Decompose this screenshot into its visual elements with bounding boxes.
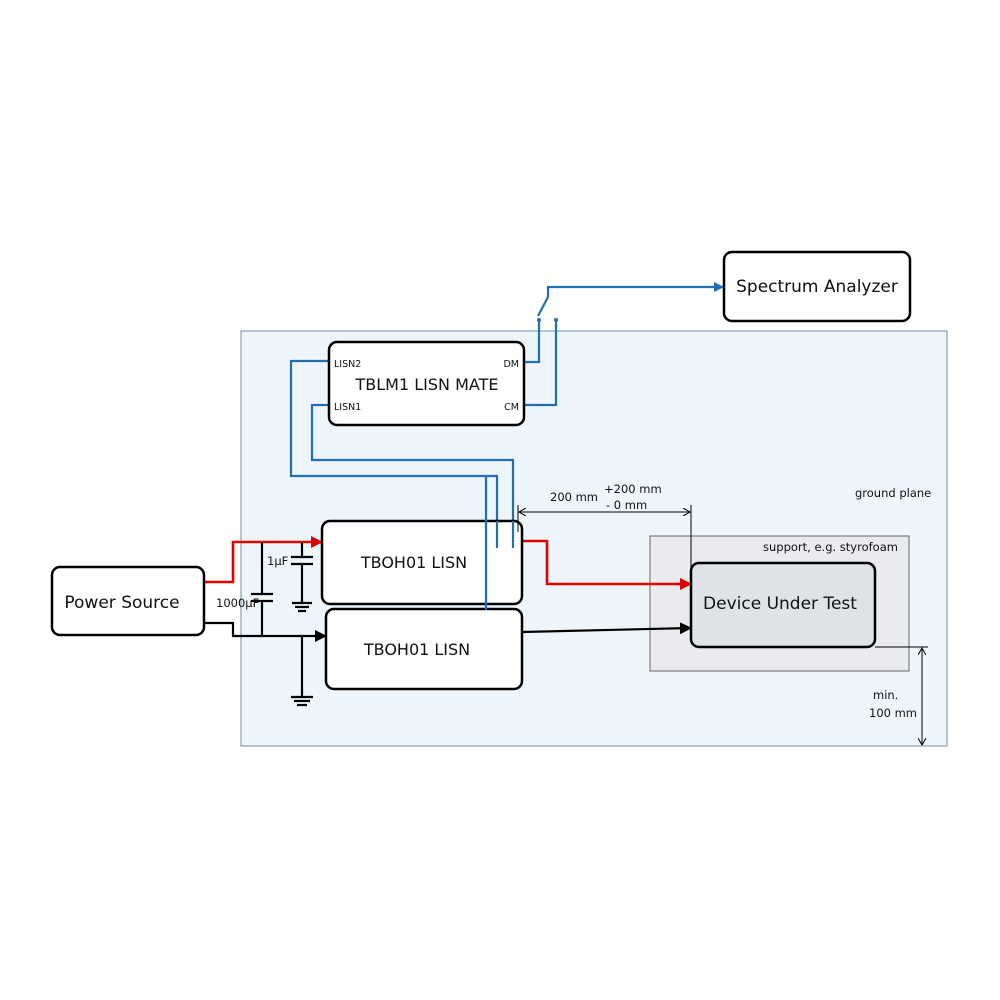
switch-contact-dm [537, 318, 541, 322]
support-label: support, e.g. styrofoam [763, 540, 898, 554]
lisn1-signal-wire [310, 403, 515, 548]
port-dm: DM [503, 359, 519, 370]
device-under-test-block [689, 561, 877, 649]
lisn-mate-label: TBLM1 LISN MATE [355, 375, 499, 394]
dim-tol-plus-label: +200 mm [604, 482, 662, 496]
dim-100mm-label: 100 mm [869, 706, 917, 720]
port-lisn1: LISN1 [334, 402, 361, 413]
device-under-test-label: Device Under Test [703, 594, 857, 614]
lisn-bottom-label: TBOH01 LISN [363, 640, 470, 659]
capacitor-1uf [291, 542, 313, 602]
lisn-top-label: TBOH01 LISN [360, 553, 467, 572]
port-cm: CM [504, 402, 519, 413]
ground-symbol-top [292, 601, 312, 613]
ground-plane-label: ground plane [855, 486, 931, 500]
switch-contact-cm [554, 318, 558, 322]
return-dut-wire [521, 622, 692, 635]
positive-dut-wire [522, 539, 692, 590]
capacitor-1uf-label: 1µF [267, 554, 288, 568]
port-lisn2: LISN2 [334, 359, 361, 370]
analyzer-input-wire [546, 282, 724, 297]
lisn-bottom-block [324, 607, 524, 691]
positive-supply-wire [205, 536, 323, 584]
power-source-label: Power Source [64, 593, 179, 613]
return-supply-wire [205, 621, 327, 642]
dim-200mm-label: 200 mm [550, 490, 598, 504]
spectrum-analyzer-label: Spectrum Analyzer [736, 277, 898, 297]
lisn2-signal-wire [289, 359, 499, 548]
power-source-block [50, 565, 206, 637]
lisn-top-block [320, 519, 524, 606]
cm-output-wire [524, 320, 558, 407]
selector-switch-blade [537, 296, 549, 317]
capacitor-1000uf-label: 1000µF [216, 596, 259, 610]
dim-tol-minus-label: - 0 mm [606, 498, 647, 512]
lisn-mate-block [327, 340, 526, 427]
spectrum-analyzer-block [722, 250, 912, 323]
ground-symbol-bottom [291, 636, 313, 707]
capacitor-1000uf [251, 542, 273, 636]
dm-output-wire [524, 320, 541, 364]
dim-min-label: min. [873, 688, 898, 702]
